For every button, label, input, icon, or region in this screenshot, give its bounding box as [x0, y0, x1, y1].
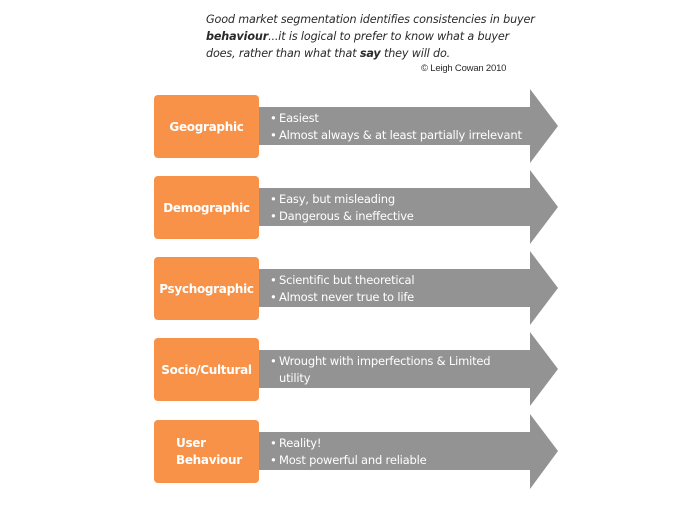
bullet-dot: • — [270, 354, 277, 368]
quote-text: Good market segmentation identifies cons… — [206, 11, 536, 62]
bullet-text: utility — [279, 371, 311, 385]
arrow-shape — [259, 251, 558, 325]
bullet-list: •Easy, but misleading •Dangerous & ineff… — [270, 191, 540, 225]
segment-row-geographic: Geographic •Easiest •Almost always & at … — [0, 89, 700, 169]
bullet-text: Easiest — [279, 111, 319, 125]
bullet-item-continuation: utility — [270, 370, 540, 387]
arrow-shape — [259, 89, 558, 163]
bullet-item: •Easy, but misleading — [270, 191, 540, 208]
quote-bold-behaviour: behaviour — [206, 30, 269, 43]
segment-row-socio-cultural: Socio/Cultural •Wrought with imperfectio… — [0, 332, 700, 412]
bullet-list: •Reality! •Most powerful and reliable — [270, 435, 540, 469]
bullet-dot: • — [270, 209, 277, 223]
bullet-dot: • — [270, 453, 277, 467]
bullet-item: •Most powerful and reliable — [270, 452, 540, 469]
quote-bold-say: say — [359, 47, 381, 60]
segment-row-psychographic: Psychographic •Scientific but theoretica… — [0, 251, 700, 331]
bullet-dot: • — [270, 436, 277, 450]
segment-label-line-2: Behaviour — [176, 452, 242, 467]
bullet-text: Wrought with imperfections & Limited — [279, 354, 491, 368]
segment-label-box: Demographic — [154, 176, 259, 239]
bullet-dot: • — [270, 128, 277, 142]
bullet-item: •Almost never true to life — [270, 289, 540, 306]
bullet-item: •Scientific but theoretical — [270, 272, 540, 289]
bullet-dot: • — [270, 111, 277, 125]
segment-label: Socio/Cultural — [161, 362, 252, 377]
bullet-text: Almost never true to life — [279, 290, 415, 304]
arrow-shape — [259, 170, 558, 244]
bullet-item: •Easiest — [270, 110, 540, 127]
quote-part-2: ...it is logical to prefer to know what … — [206, 30, 510, 60]
bullet-list: •Easiest •Almost always & at least parti… — [270, 110, 540, 144]
copyright-text: © Leigh Cowan 2010 — [421, 63, 507, 74]
bullet-list: •Scientific but theoretical •Almost neve… — [270, 272, 540, 306]
bullet-item: •Dangerous & ineffective — [270, 208, 540, 225]
bullet-dot: • — [270, 273, 277, 287]
bullet-text: Scientific but theoretical — [279, 273, 415, 287]
bullet-text: Most powerful and reliable — [279, 453, 427, 467]
bullet-item: •Wrought with imperfections & Limited — [270, 353, 540, 370]
arrow-shape — [259, 332, 558, 406]
segment-row-demographic: Demographic •Easy, but misleading •Dange… — [0, 170, 700, 250]
bullet-dot: • — [270, 192, 277, 206]
segment-label: Geographic — [169, 119, 244, 134]
quote-part-3: they will do. — [380, 47, 451, 60]
segment-label-box: Psychographic — [154, 257, 259, 320]
segment-label-box: Socio/Cultural — [154, 338, 259, 401]
bullet-text: Easy, but misleading — [279, 192, 395, 206]
bullet-text: Almost always & at least partially irrel… — [279, 128, 522, 142]
bullet-list: •Wrought with imperfections & Limited ut… — [270, 353, 540, 387]
segment-label: Demographic — [163, 200, 250, 215]
arrow-shape — [259, 414, 558, 489]
segment-label: Psychographic — [159, 281, 254, 296]
bullet-item: •Reality! — [270, 435, 540, 452]
bullet-text: Reality! — [279, 436, 322, 450]
segment-label-line-1: User — [176, 435, 206, 450]
segment-label-box: Geographic — [154, 95, 259, 158]
bullet-text: Dangerous & ineffective — [279, 209, 414, 223]
bullet-item: •Almost always & at least partially irre… — [270, 127, 540, 144]
quote-part-1: Good market segmentation identifies cons… — [206, 13, 535, 26]
bullet-dot: • — [270, 290, 277, 304]
